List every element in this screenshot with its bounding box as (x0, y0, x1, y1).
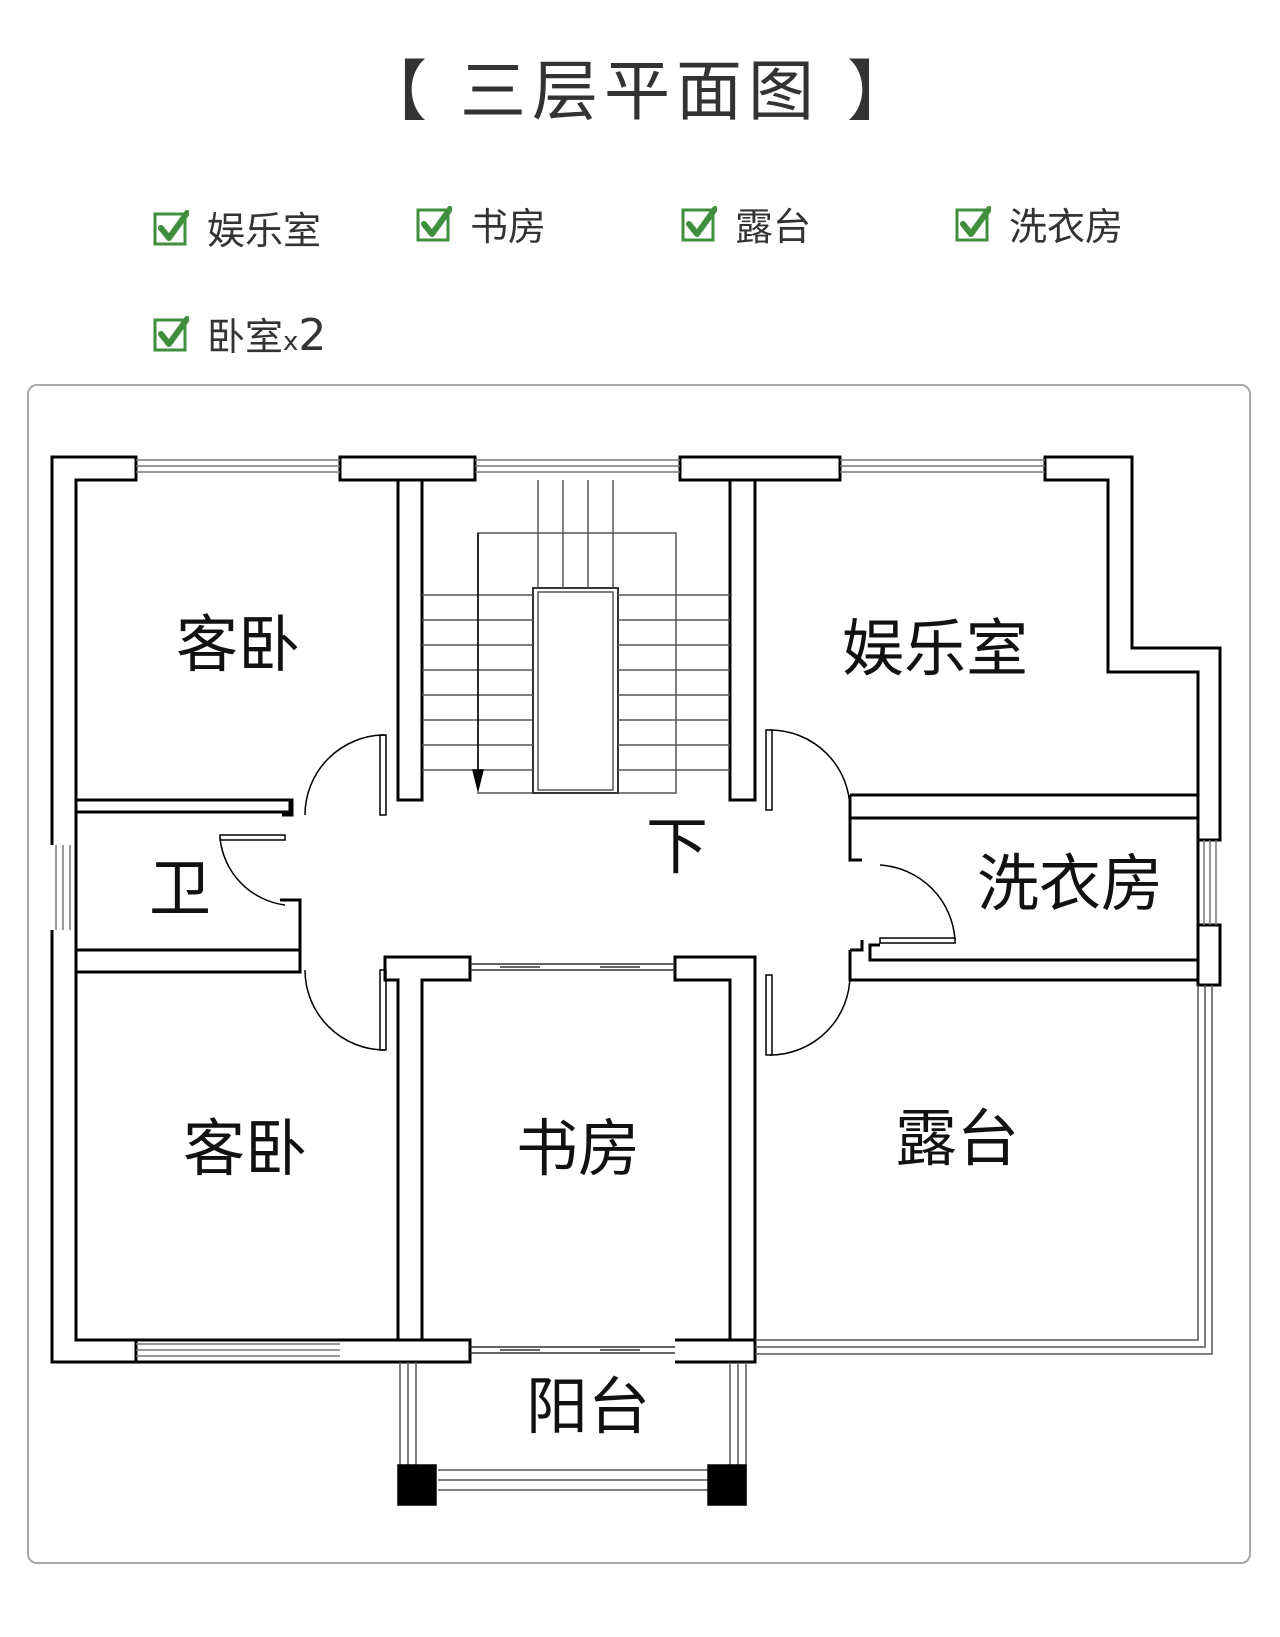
stairs-down-label: 下 (646, 810, 708, 883)
room-label-terrace: 露台 (895, 1102, 1019, 1175)
room-label-study: 书房 (516, 1112, 640, 1185)
checkbox-checked-icon (955, 205, 991, 241)
room-label-bathroom: 卫 (149, 852, 211, 925)
feature-item: 娱乐室 (153, 200, 321, 255)
feature-label: 娱乐室 (207, 209, 322, 253)
feature-item: 书房 (416, 196, 546, 251)
room-label-guest-bedroom: 客卧 (176, 608, 300, 681)
checkbox-checked-icon (681, 205, 717, 241)
checkbox-checked-icon (153, 209, 189, 245)
balcony (397, 1362, 747, 1506)
room-count: 2 (298, 310, 327, 361)
window-lines (55, 459, 1217, 1357)
feature-label-text: 卧室 (207, 315, 284, 359)
room-label-laundry: 洗衣房 (977, 847, 1163, 920)
terrace-railing (755, 985, 1213, 1355)
feature-label: 露台 (735, 205, 812, 249)
feature-label: 洗衣房 (1009, 205, 1124, 249)
interior-walls (74, 480, 1200, 1342)
sliding-doors (470, 963, 675, 1354)
staircase (422, 480, 730, 794)
feature-item: 露台 (681, 196, 811, 251)
checkbox-checked-icon (416, 205, 452, 241)
room-label-guest-bedroom: 客卧 (183, 1112, 307, 1185)
room-label-balcony: 阳台 (526, 1370, 650, 1443)
feature-label: 书房 (470, 205, 547, 249)
floorplan-panel (27, 384, 1251, 1564)
feature-list: 娱乐室 书房 露台 洗衣房 卧室x2 (0, 0, 1280, 361)
doors (219, 729, 956, 1056)
feature-item: 卧室x2 (153, 306, 326, 361)
page-title: 【 三层平面图 】 (361, 53, 919, 130)
multiply-sign: x (283, 327, 299, 357)
feature-item: 洗衣房 (955, 196, 1123, 251)
room-label-entertainment: 娱乐室 (842, 612, 1028, 685)
checkbox-checked-icon (153, 315, 189, 351)
feature-label: 卧室x2 (207, 306, 326, 361)
